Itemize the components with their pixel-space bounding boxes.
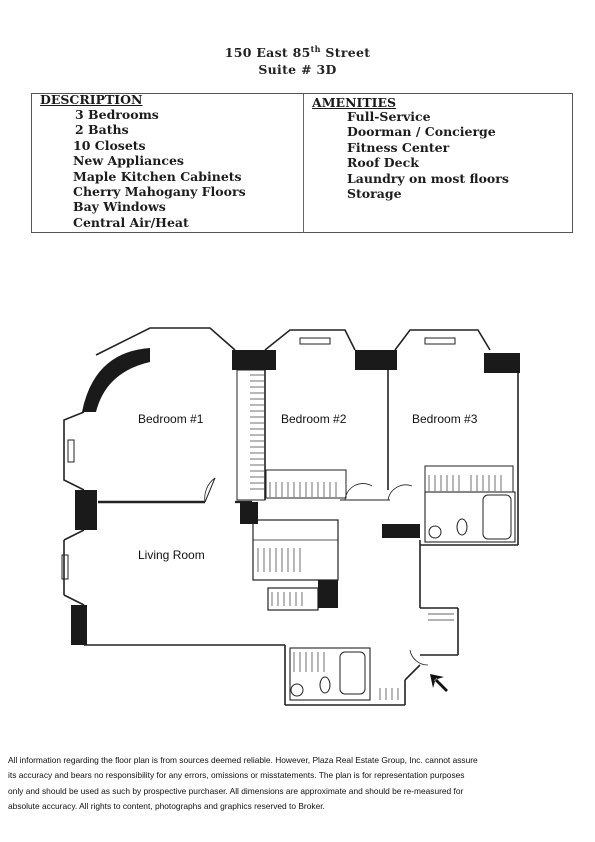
list-item: Central Air/Heat [73,214,189,230]
list-item: Roof Deck [347,155,419,171]
room-label-bedroom-2: Bedroom #2 [281,412,347,426]
list-item: Cherry Mahogany Floors [73,184,246,200]
list-item: Full-Service [347,109,431,124]
room-label-bedroom-3: Bedroom #3 [412,412,478,426]
list-item: Maple Kitchen Cabinets [73,168,242,184]
list-item: Laundry on most floors [347,170,509,186]
features-box: DESCRIPTION 3 Bedrooms 2 Baths 10 Closet… [31,92,573,233]
list-item: Fitness Center [347,139,450,155]
list-item: Storage [347,186,402,202]
address-heading: 150 East 85th Street [224,44,371,61]
list-item: Doorman / Concierge [347,124,496,140]
disclaimer-text: All information regarding the floor plan… [8,755,478,812]
list-item: New Appliances [73,153,184,169]
description-list: 3 Bedrooms 2 Baths 10 Closets New Applia… [32,107,246,230]
room-label-bedroom-1: Bedroom #1 [138,412,204,426]
list-item: 10 Closets [73,137,146,153]
list-item: 2 Baths [75,122,129,138]
room-label-living-room: Living Room [138,548,205,562]
column-divider [303,94,304,233]
amenities-list: Full-Service Doorman / Concierge Fitness… [32,109,509,201]
floor-plan [61,327,520,706]
amenities-title: AMENITIES [312,95,397,110]
list-item: 3 Bedrooms [75,107,159,122]
description-title: DESCRIPTION [40,92,143,107]
suite-heading: Suite # 3D [258,62,337,77]
list-item: Bay Windows [73,199,166,215]
